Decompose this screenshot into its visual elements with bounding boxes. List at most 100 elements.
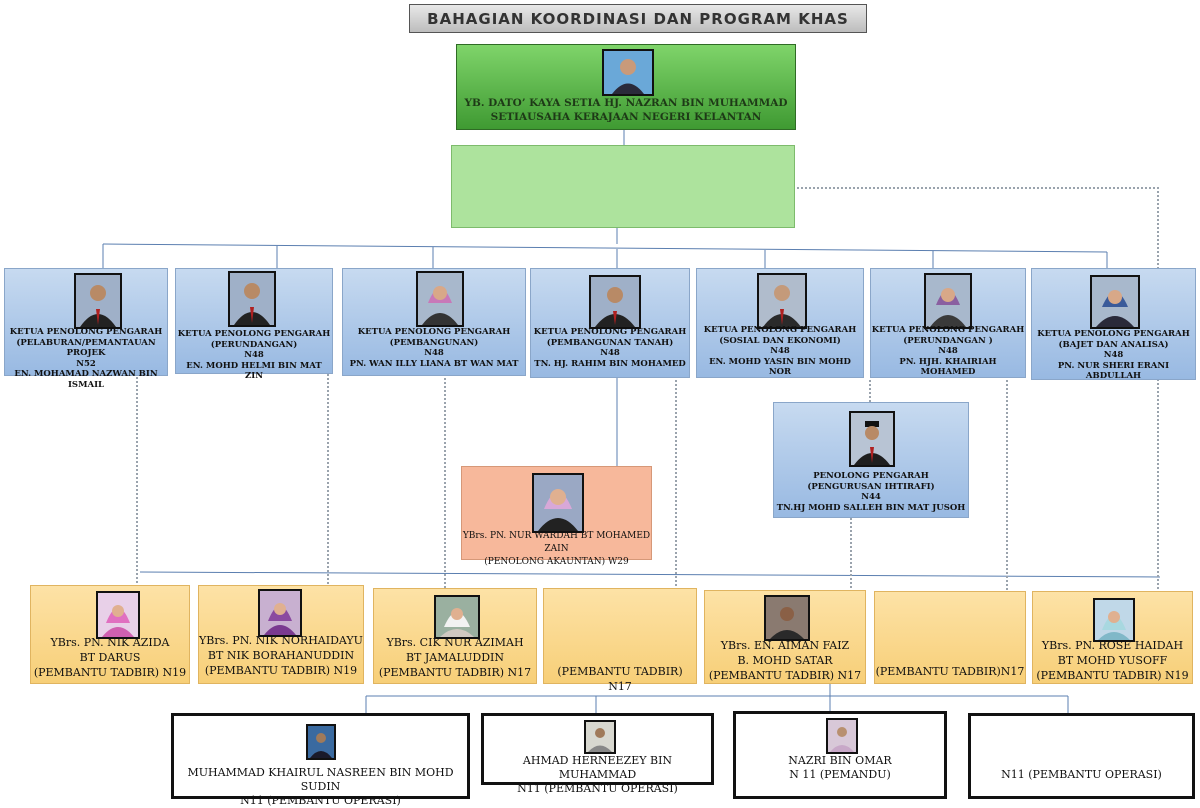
portrait-photo xyxy=(764,595,810,641)
pembantu-box-3: YBrs. CIK NUR AZIMAH BT JAMALUDDIN (PEMB… xyxy=(373,588,537,684)
ketua-role: KETUA PENOLONG PENGARAH xyxy=(871,325,1025,335)
operasi-box-3: NAZRI BIN OMAR N 11 (PEMANDU) xyxy=(733,711,947,799)
ketua-name: EN. MOHD HELMI BIN MAT ZIN xyxy=(186,360,322,382)
operasi-name: NAZRI BIN OMAR xyxy=(788,754,892,767)
ketua-unit: (PELABURAN/PEMANTAUAN PROJEK xyxy=(16,337,156,359)
operasi-role: N11 (PEMBANTU OPERASI) xyxy=(1001,768,1162,781)
pembantu-name-2: B. MOHD SATAR xyxy=(737,654,833,667)
portrait-photo xyxy=(1090,275,1140,329)
penolong-box: PENOLONG PENGARAH (PENGURUSAN IHTIRAFI) … xyxy=(773,402,969,518)
secretary-photo xyxy=(602,49,654,96)
penolong-name: TN.HJ MOHD SALLEH BIN MAT JUSOH xyxy=(776,502,966,513)
operasi-name: AHMAD HERNEEZEY BIN MUHAMMAD xyxy=(522,754,673,781)
operasi-role: N11 (PEMBANTU OPERASI) xyxy=(517,782,678,795)
ketua-name: PN. HJH. KHAIRIAH MOHAMED xyxy=(899,356,997,378)
ketua-unit: (PEMBANGUNAN TANAH) xyxy=(546,337,674,348)
pembantu-name-2: BT DARUS xyxy=(79,651,141,664)
pembantu-role: (PEMBANTU TADBIR) N19 xyxy=(33,666,187,679)
penolong-grade: N44 xyxy=(861,492,881,502)
operasi-box-1: MUHAMMAD KHAIRUL NASREEN BIN MOHD SUDIN … xyxy=(171,713,470,807)
pembantu-name: YBrs. EN. AIMAN FAIZ xyxy=(720,639,850,652)
operasi-box-4: N11 (PEMBANTU OPERASI) xyxy=(968,713,1195,799)
portrait-photo xyxy=(96,591,140,639)
portrait-photo xyxy=(74,273,122,329)
ketua-name: EN. MOHAMAD NAZWAN BIN ISMAIL xyxy=(14,369,158,390)
ketua-name: PN. NUR SHERI ERANI ABDULLAH xyxy=(1057,360,1170,382)
pembantu-box-6: (PEMBANTU TADBIR)N17 xyxy=(874,591,1026,684)
pembantu-role: (PEMBANTU TADBIR)N17 xyxy=(875,665,1025,678)
portrait-photo xyxy=(434,595,480,639)
ketua-role: KETUA PENOLONG PENGARAH xyxy=(703,325,857,335)
secretary-title: SETIAUSAHA KERAJAAN NEGERI KELANTAN xyxy=(490,111,762,123)
pembantu-box-5: YBrs. EN. AIMAN FAIZ B. MOHD SATAR (PEMB… xyxy=(704,590,866,684)
pembantu-box-2: YBrs. PN. NIK NORHAIDAYU BT NIK BORAHANU… xyxy=(198,585,364,684)
ketua-box-1: KETUA PENOLONG PENGARAH (PELABURAN/PEMAN… xyxy=(4,268,168,390)
portrait-photo xyxy=(228,271,276,327)
ketua-role: KETUA PENOLONG PENGARAH xyxy=(357,327,511,337)
ketua-grade: N48 xyxy=(938,346,958,356)
portrait-photo xyxy=(924,273,972,329)
ketua-grade: N48 xyxy=(424,348,444,358)
pembantu-box-4: (PEMBANTU TADBIR) N17 xyxy=(543,588,697,693)
ketua-grade: N48 xyxy=(770,346,790,356)
secretary-name: YB. DATO’ KAYA SETIA HJ. NAZRAN BIN MUHA… xyxy=(464,97,788,109)
penolong-role: PENOLONG PENGARAH xyxy=(813,471,929,481)
pembantu-box-7: YBrs. PN. ROSE HAIDAH BT MOHD YUSOFF (PE… xyxy=(1032,591,1193,684)
ketua-name: TN. HJ. RAHIM BIN MOHAMED xyxy=(534,358,686,369)
operasi-role: N11 (PEMBANTU OPERASI) xyxy=(240,794,401,807)
pembantu-role: (PEMBANTU TADBIR) N17 xyxy=(378,666,532,679)
portrait-photo xyxy=(532,473,584,533)
portrait-photo xyxy=(306,724,336,760)
portrait-photo xyxy=(1093,598,1135,642)
portrait-photo xyxy=(826,718,858,754)
operasi-box-2: AHMAD HERNEEZEY BIN MUHAMMAD N11 (PEMBAN… xyxy=(481,713,714,795)
page-title: BAHAGIAN KOORDINASI DAN PROGRAM KHAS xyxy=(409,4,867,33)
pembantu-role: (PEMBANTU TADBIR) N17 xyxy=(708,669,862,682)
ketua-role: KETUA PENOLONG PENGARAH xyxy=(177,329,331,339)
portrait-photo xyxy=(258,589,302,637)
ketua-unit: (PERUNDANGAN) xyxy=(210,339,298,350)
portrait-photo xyxy=(757,273,807,329)
penolong-unit: (PENGURUSAN IHTIRAFI) xyxy=(807,481,935,492)
portrait-photo xyxy=(589,275,641,329)
ketua-box-5: KETUA PENOLONG PENGARAH (SOSIAL DAN EKON… xyxy=(696,268,864,378)
akauntan-name: YBrs. PN. NUR WARDAH BT MOHAMED ZAIN xyxy=(462,531,651,554)
pembantu-role: (PEMBANTU TADBIR) N17 xyxy=(557,665,683,693)
pembantu-name: YBrs. PN. ROSE HAIDAH xyxy=(1041,639,1184,652)
ketua-role: KETUA PENOLONG PENGARAH xyxy=(1037,329,1190,339)
operasi-role: N 11 (PEMANDU) xyxy=(789,768,891,781)
ketua-box-2: KETUA PENOLONG PENGARAH (PERUNDANGAN) N4… xyxy=(175,268,333,381)
pembantu-role: (PEMBANTU TADBIR) N19 xyxy=(204,664,358,677)
ketua-role: KETUA PENOLONG PENGARAH xyxy=(9,327,163,337)
secretary-box: YB. DATO’ KAYA SETIA HJ. NAZRAN BIN MUHA… xyxy=(456,44,796,130)
akauntan-role: (PENOLONG AKAUNTAN) W29 xyxy=(484,557,629,567)
empty-position-box xyxy=(451,145,795,228)
ketua-box-4: KETUA PENOLONG PENGARAH (PEMBANGUNAN TAN… xyxy=(530,268,690,378)
pembantu-role: (PEMBANTU TADBIR) N19 xyxy=(1036,669,1189,682)
ketua-box-3: KETUA PENOLONG PENGARAH (PEMBANGUNAN) N4… xyxy=(342,268,526,376)
portrait-photo xyxy=(416,271,464,327)
pembantu-name-2: BT JAMALUDDIN xyxy=(405,651,505,664)
ketua-name: PN. WAN ILLY LIANA BT WAN MAT xyxy=(349,358,519,369)
ketua-grade: N48 xyxy=(1103,350,1124,360)
pembantu-name: YBrs. CIK NUR AZIMAH xyxy=(386,636,524,649)
ketua-box-6: KETUA PENOLONG PENGARAH (PERUNDANGAN ) N… xyxy=(870,268,1026,378)
portrait-photo xyxy=(584,720,616,754)
akauntan-box: YBrs. PN. NUR WARDAH BT MOHAMED ZAIN (PE… xyxy=(461,466,652,567)
pembantu-name: YBrs. PN. NIK AZIDA xyxy=(50,636,170,649)
ketua-name: EN. MOHD YASIN BIN MOHD NOR xyxy=(709,356,851,378)
pembantu-name: YBrs. PN. NIK NORHAIDAYU xyxy=(199,634,363,647)
operasi-name: MUHAMMAD KHAIRUL NASREEN BIN MOHD SUDIN xyxy=(187,766,454,793)
ketua-role: KETUA PENOLONG PENGARAH xyxy=(533,327,687,337)
pembantu-name-2: BT NIK BORAHANUDDIN xyxy=(207,649,355,662)
pembantu-box-1: YBrs. PN. NIK AZIDA BT DARUS (PEMBANTU T… xyxy=(30,585,190,684)
ketua-grade: N48 xyxy=(600,348,620,358)
ketua-grade: N52 xyxy=(76,358,96,369)
ketua-box-7: KETUA PENOLONG PENGARAH (BAJET DAN ANALI… xyxy=(1031,268,1196,382)
ketua-unit: (PERUNDANGAN ) xyxy=(903,335,993,346)
portrait-photo xyxy=(849,411,895,467)
ketua-grade: N48 xyxy=(244,350,264,360)
ketua-unit: (BAJET DAN ANALISA) xyxy=(1058,339,1169,350)
ketua-unit: (SOSIAL DAN EKONOMI) xyxy=(719,335,841,346)
